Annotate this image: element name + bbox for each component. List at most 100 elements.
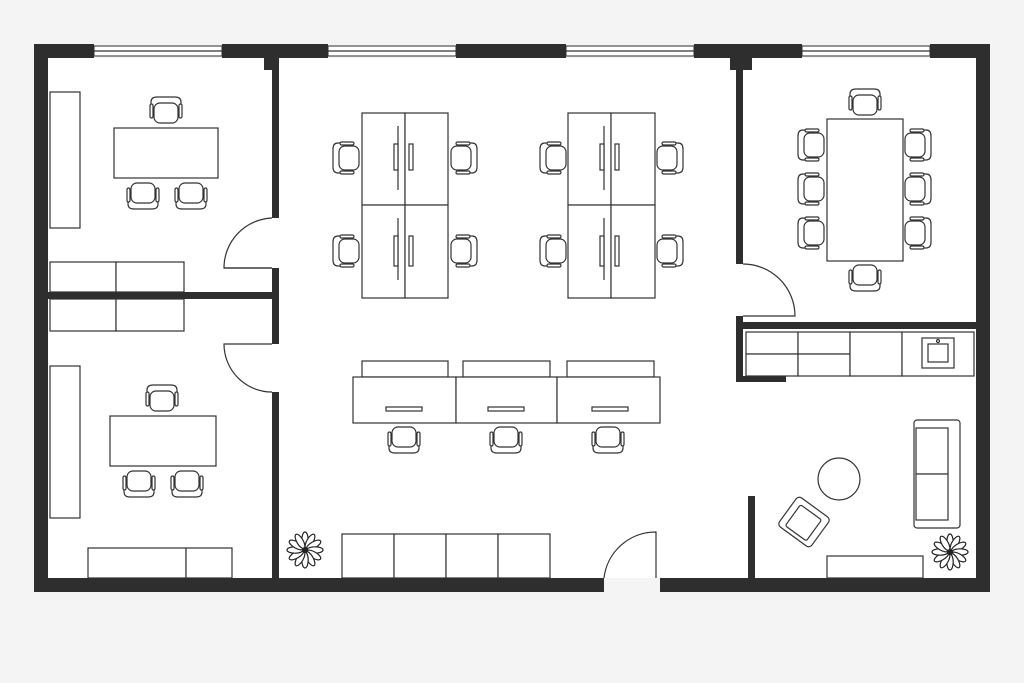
chair [489,426,523,454]
chair-arm [455,141,471,146]
chair-seat [493,426,519,448]
bench-storage-1 [361,360,449,378]
chair-arm [339,234,355,239]
chair-seat [338,145,360,171]
credenza-bl-1 [87,547,187,579]
chair-arm [804,128,820,133]
chair [174,182,208,210]
chair-arm [909,128,925,133]
chair-arm [178,103,183,119]
chair-back [175,190,207,210]
top-wall-pier-1 [222,44,328,58]
chair-arm [909,201,925,206]
doors [223,217,796,579]
chair [387,426,421,454]
top-wall-right [930,44,990,58]
bottom-wall-right [660,578,990,592]
faucet [935,338,941,344]
chair-arm [416,431,421,447]
door-office-top [223,217,273,269]
chair-back [123,478,155,498]
sofa-seat-1 [915,427,949,475]
meeting-room-bottom-wall [743,322,976,329]
chairs [122,88,932,498]
bench-storage-2 [462,360,551,378]
chair [848,88,882,116]
chair-arm [145,391,150,407]
chair-arm [546,263,562,268]
outer-walls [34,44,990,592]
door-office-bottom [223,343,273,393]
credenza-bl-2 [185,547,233,579]
kitchen-return-wall [736,376,786,382]
bench-desk-1 [352,376,457,424]
chair-back [664,235,684,267]
chair-back [797,173,817,205]
chair-arm [848,269,853,285]
office-bottom-left [49,365,233,579]
chair-seat [803,220,825,246]
chair [656,141,684,175]
chair [539,234,567,268]
chair-seat [130,182,156,204]
chair-arm [518,431,523,447]
chair-back [539,235,559,267]
armchair [778,496,830,548]
chair [797,216,825,250]
chair-seat [545,238,567,264]
chair-seat [852,94,878,116]
chair-arm [661,263,677,268]
chair-arm [174,391,179,407]
chair-arm [909,172,925,177]
chair-back [146,384,178,404]
chair-seat [450,238,472,264]
chair-seat [852,264,878,286]
chair [450,141,478,175]
chair-seat [149,390,175,412]
chair [904,216,932,250]
chair-arm [339,170,355,175]
c2-screen-3 [599,143,605,171]
round-table [817,457,861,501]
bench-screen-1 [385,406,423,412]
chair-arm [170,475,175,491]
chair-arm [126,187,131,203]
chair [170,470,204,498]
chair-arm [122,475,127,491]
plant-icon [931,533,969,571]
chair [145,384,179,412]
chair-seat [545,145,567,171]
chair-arm [877,95,882,111]
office-left-wall-mid [272,268,279,344]
chair [539,141,567,175]
chair [332,141,360,175]
left-wall [34,44,48,592]
open-workspace [341,112,661,579]
chair-back [490,434,522,454]
chair-seat [450,145,472,171]
sofa-seat-2 [915,473,949,521]
chair-arm [661,234,677,239]
chair-arm [804,172,820,177]
chair-seat [904,220,926,246]
chair-back [664,142,684,174]
chair-back [912,217,932,249]
chair-seat [803,132,825,158]
chair [656,234,684,268]
kitchen-counter-5 [849,331,903,377]
bottom-storage-1 [341,533,395,579]
armchair-seat [785,504,822,541]
chair-arm [387,431,392,447]
chair-arm [804,245,820,250]
chair-seat [174,470,200,492]
shelf-bl-2 [115,298,185,332]
chair [797,128,825,162]
chair-seat [904,176,926,202]
lounge-stub-wall [748,496,755,578]
plant-center [302,547,308,553]
chair-back [388,434,420,454]
chair-seat [391,426,417,448]
chair-arm [455,170,471,175]
chair-arm [149,103,154,119]
